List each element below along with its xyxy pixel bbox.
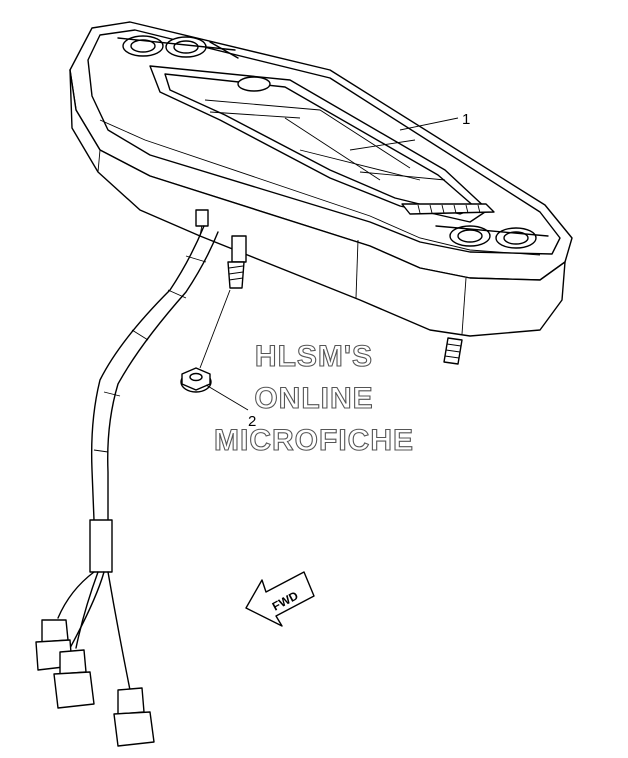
wiring-harness bbox=[35, 225, 219, 747]
callout-2: 2 bbox=[248, 413, 256, 430]
connector-3 bbox=[113, 687, 155, 747]
leader-line-1 bbox=[399, 117, 459, 131]
watermark: HLSM'S ONLINE MICROFICHE bbox=[213, 339, 414, 457]
connector-2 bbox=[53, 649, 95, 709]
watermark-line-1: HLSM'S bbox=[255, 340, 373, 373]
callout-1: 1 bbox=[462, 111, 470, 128]
leader-line-2 bbox=[205, 384, 249, 411]
connector-1 bbox=[35, 619, 73, 671]
instrument-cluster bbox=[69, 21, 573, 365]
flange-nut bbox=[180, 289, 231, 393]
watermark-line-2: ONLINE bbox=[254, 382, 373, 415]
watermark-line-3: MICROFICHE bbox=[214, 424, 414, 457]
fwd-arrow-icon: FWD bbox=[245, 571, 315, 627]
